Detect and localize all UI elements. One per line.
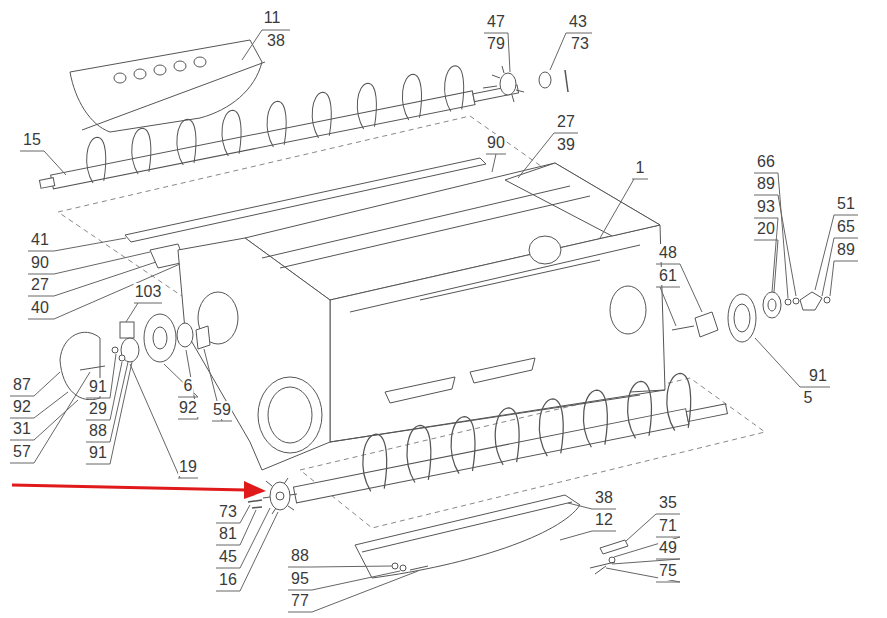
callout-number: 71 [658,517,678,535]
callout-number: 6 [183,377,194,395]
callout-number: 19 [178,458,198,476]
callout-number: 39 [556,136,576,154]
callout-number: 73 [570,35,590,53]
callout-number: 81 [218,525,238,543]
callout-number: 92 [178,399,198,417]
callout-number: 89 [836,241,856,259]
callout-number: 45 [218,548,238,566]
callout-number: 87 [12,376,32,394]
callout-number: 92 [12,398,32,416]
callout-number: 88 [88,422,108,440]
callout-number: 1 [635,159,646,177]
callout-number: 75 [658,562,678,580]
callout-number: 38 [266,32,286,50]
callout-number: 91 [88,378,108,396]
callout-number: 51 [836,195,856,213]
callout-number: 16 [218,571,238,589]
callout-number: 35 [658,494,678,512]
callout-number: 12 [594,511,614,529]
callout-number: 90 [30,254,50,272]
callout-number: 5 [803,389,814,407]
callout-number: 38 [594,489,614,507]
callout-number: 57 [12,443,32,461]
callout-number: 31 [12,420,32,438]
callout-number: 90 [486,134,506,152]
callout-number: 40 [30,299,50,317]
callout-number: 11 [263,9,282,27]
callout-number: 41 [30,231,50,249]
callout-number: 66 [756,153,776,171]
callout-number: 91 [808,367,828,385]
callout-number: 103 [134,283,163,301]
callout-number: 65 [836,218,856,236]
callout-number: 49 [658,539,678,557]
callout-number: 91 [88,444,108,462]
callout-number: 89 [756,175,776,193]
callout-number: 20 [756,220,776,238]
callout-number: 79 [486,35,506,53]
callout-number: 43 [568,13,588,31]
callout-number: 27 [30,276,50,294]
callout-number: 73 [218,503,238,521]
callout-number: 47 [486,13,506,31]
callout-number: 61 [658,267,678,285]
callout-number: 77 [290,592,310,610]
callout-number: 93 [756,198,776,216]
callout-number: 27 [556,113,576,131]
callout-number: 48 [658,244,678,262]
callout-number: 29 [88,400,108,418]
callout-number: 88 [290,547,310,565]
callout-number: 15 [22,131,42,149]
callout-number: 95 [290,570,310,588]
callout-number: 59 [212,401,232,419]
